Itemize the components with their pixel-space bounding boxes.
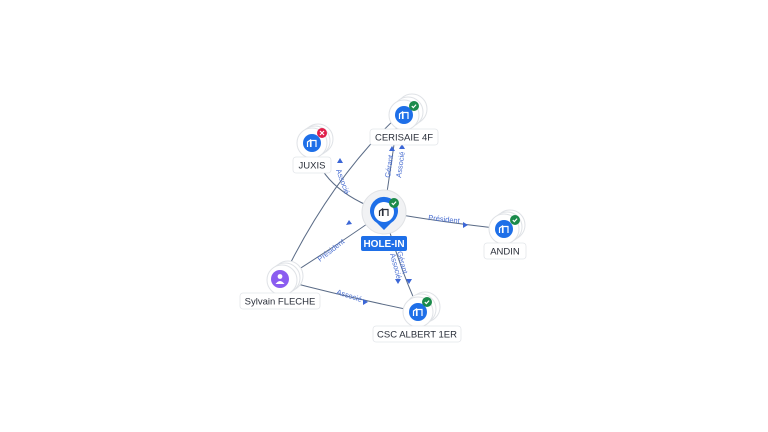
node-label-andin: ANDIN [490, 247, 520, 258]
node-label-center: HOLE-IN [363, 239, 404, 250]
node-cerisaie[interactable]: CERISAIE 4F [369, 93, 439, 146]
edge-label-associe-cerisaie: Associé [394, 151, 407, 178]
arrow-down-icon [406, 279, 412, 284]
node-andin[interactable]: ANDIN [483, 209, 527, 260]
node-juxis[interactable]: JUXIS [292, 123, 334, 174]
building-glyph [398, 110, 409, 119]
arrow-right-icon [363, 299, 368, 305]
building-icon [495, 220, 513, 238]
building-icon [395, 106, 413, 124]
edge-label-president-center: Président [316, 236, 347, 263]
edge-label-associe-csc-person: Associé [335, 287, 363, 304]
edge-label-associe-juxis: Associé [334, 168, 351, 196]
node-csc[interactable]: CSC ALBERT 1ER [372, 291, 462, 343]
building-icon [378, 207, 389, 216]
node-center[interactable]: HOLE-IN [361, 189, 407, 251]
building-icon [409, 303, 427, 321]
arrow-up-icon [337, 158, 343, 163]
node-label-cerisaie: CERISAIE 4F [375, 133, 433, 144]
node-person[interactable]: Sylvain FLECHE [239, 260, 321, 310]
arrow-down-icon [395, 279, 401, 284]
node-label-juxis: JUXIS [299, 161, 326, 172]
person-icon [271, 270, 289, 288]
building-icon [303, 134, 321, 152]
arrow-up-icon [399, 144, 405, 149]
edge-label-president-andin: Président [428, 213, 461, 225]
node-label-person: Sylvain FLECHE [245, 297, 316, 308]
edge-label-gerant-cerisaie: Gérant [383, 153, 395, 178]
arrow-up-icon [389, 146, 395, 151]
arrow-right-icon [463, 222, 468, 228]
arrow-right-icon [346, 220, 352, 225]
node-label-csc: CSC ALBERT 1ER [377, 330, 457, 341]
edge-arrows [337, 144, 468, 305]
